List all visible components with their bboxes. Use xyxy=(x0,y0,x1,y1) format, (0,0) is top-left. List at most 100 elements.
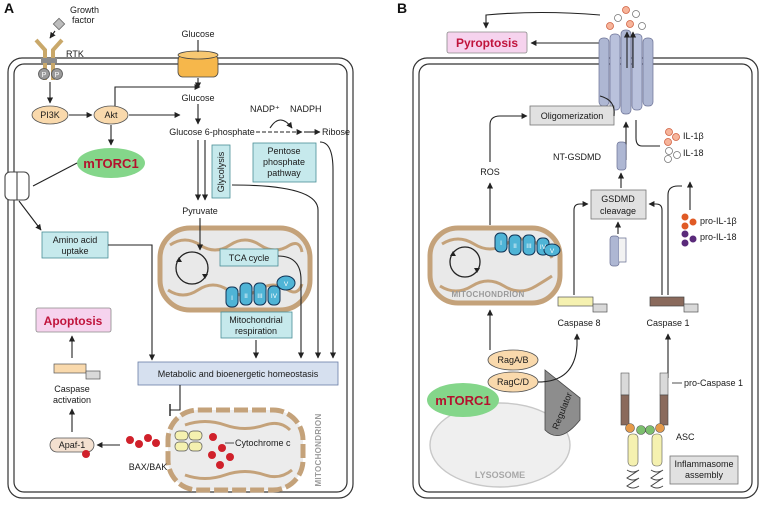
nt-gsdmd-icon xyxy=(616,141,627,171)
inflammasome-assembly-label-1: Inflammasome xyxy=(674,459,733,469)
panel-a-label: A xyxy=(4,0,14,16)
glucose-transporter-icon xyxy=(177,50,219,78)
mtorc1-label-b: mTORC1 xyxy=(435,393,490,408)
complex-labels-a: I II III IV V xyxy=(231,281,289,302)
cytochrome-dot-apaf-icon xyxy=(82,450,90,458)
caspase-icon-a xyxy=(53,363,101,380)
lysosome-label: LYSOSOME xyxy=(475,470,525,480)
bax-bak-label: BAX/BAK xyxy=(129,462,168,472)
caspase1-icon xyxy=(649,296,699,313)
amino-acid-transporter-icon xyxy=(4,171,30,201)
pyroptosis-label: Pyroptosis xyxy=(456,36,518,50)
nadp-label: NADP⁺ xyxy=(250,104,280,114)
homeostasis-box xyxy=(137,361,339,386)
panel-a: A Growth factor RTK P P PI3K Akt mTOR xyxy=(4,0,354,499)
akt-label: Akt xyxy=(104,110,118,120)
complex-iv-a: IV xyxy=(271,293,278,300)
ros-label: ROS xyxy=(480,167,500,177)
released-cytokines-icon xyxy=(606,6,646,30)
complex-ii-b: II xyxy=(513,243,517,250)
growth-factor-icon xyxy=(52,17,66,31)
pro-il18-label: pro-IL-18 xyxy=(700,232,737,242)
phospho-label-1: P xyxy=(42,72,47,79)
glycolysis-label: Glycolysis xyxy=(216,151,226,192)
gsdmd-cleavage-label-1: GSDMD xyxy=(601,194,635,204)
panel-b: B Pyroptosis Oligomerization xyxy=(397,0,759,499)
glucose-inside-label: Glucose xyxy=(181,93,214,103)
pyroptosis-box xyxy=(446,31,528,54)
complex-iii-a: III xyxy=(257,293,263,300)
apaf1-label: Apaf-1 xyxy=(59,440,86,450)
mito-respiration-label-1: Mitochondrial xyxy=(229,315,283,325)
akt-node xyxy=(93,105,129,125)
pro-il1b-label: pro-IL-1β xyxy=(700,216,737,226)
raga-label: RagA/B xyxy=(497,355,528,365)
growth-factor-arrow xyxy=(49,30,56,39)
amino-acid-label-1: Amino acid xyxy=(53,235,98,245)
full-gsdmd-icon xyxy=(609,235,627,267)
complex-v-a: V xyxy=(284,281,289,288)
caspase8-label: Caspase 8 xyxy=(557,318,600,328)
phospho-icon-2 xyxy=(51,68,63,80)
mitochondrion-label-b: MITOCHONDRION xyxy=(451,290,524,299)
glycolysis-box xyxy=(211,144,231,199)
pyruvate-label: Pyruvate xyxy=(182,206,218,216)
complex-iii-b: III xyxy=(526,243,532,250)
il18-label: IL-18 xyxy=(683,148,704,158)
complex-i-b: I xyxy=(500,240,502,247)
mature-cytokines-icon xyxy=(664,128,681,163)
cytochrome-released-icon xyxy=(126,434,160,448)
glucose-outside-label: Glucose xyxy=(181,29,214,39)
pi3k-node xyxy=(31,105,69,125)
inflammasome-icon xyxy=(620,372,669,489)
mitochondrion-a2-icon xyxy=(165,407,306,493)
cytochrome-mito-icon xyxy=(208,433,234,469)
mitochondrion-label-a: MITOCHONDRION xyxy=(314,413,323,486)
tca-cycle-box xyxy=(219,248,279,267)
phospho-label-2: P xyxy=(55,72,60,79)
ragc-label: RagC/D xyxy=(497,377,530,387)
ppp-label-1: Pentose xyxy=(267,146,300,156)
pi3k-label: PI3K xyxy=(40,110,60,120)
growth-factor-label-2: factor xyxy=(72,15,95,25)
cytochrome-c-label: Cytochrome c xyxy=(235,438,291,448)
gsdmd-cleavage-box xyxy=(590,189,647,220)
mtorc1-label-a: mTORC1 xyxy=(83,156,138,171)
homeostasis-label: Metabolic and bioenergetic homeostasis xyxy=(158,369,319,379)
cell-membrane-inner-b xyxy=(418,63,753,493)
gsdmd-cleavage-label-2: cleavage xyxy=(600,206,636,216)
g6p-label: Glucose 6-phosphate xyxy=(169,127,255,137)
caspase8-icon xyxy=(557,296,608,313)
apoptosis-label: Apoptosis xyxy=(44,314,103,328)
mtorc1-node-a xyxy=(77,148,145,178)
cell-membrane-b xyxy=(412,57,759,499)
complex-ii-a: II xyxy=(244,293,248,300)
inflammasome-assembly-box xyxy=(669,455,739,485)
nt-gsdmd-label: NT-GSDMD xyxy=(553,152,601,162)
ppp-box xyxy=(252,142,317,183)
complex-iv-b: IV xyxy=(540,244,547,251)
ppp-label-3: pathway xyxy=(267,168,301,178)
oligomerization-label: Oligomerization xyxy=(541,111,604,121)
tca-cycle-label: TCA cycle xyxy=(229,253,270,263)
il1b-label: IL-1β xyxy=(683,131,704,141)
lysosome-icon xyxy=(429,402,571,488)
asc-label: ASC xyxy=(676,432,695,442)
ribose-label: Ribose xyxy=(322,127,350,137)
amino-acid-label-2: uptake xyxy=(61,246,88,256)
raga-node xyxy=(487,349,539,371)
caspase-activation-label-2: activation xyxy=(53,395,91,405)
nadph-label: NADPH xyxy=(290,104,322,114)
caspase-activation-label-1: Caspase xyxy=(54,384,90,394)
complex-i-a: I xyxy=(231,295,233,302)
regulator-node xyxy=(544,369,581,437)
growth-factor-label-1: Growth xyxy=(70,5,99,15)
complex-labels-b: I II III IV V xyxy=(500,240,555,255)
bax-bak-channel-icon xyxy=(174,430,203,452)
pro-cytokines-icon xyxy=(681,213,697,247)
pro-caspase1-label: pro-Caspase 1 xyxy=(684,378,743,388)
complex-v-b: V xyxy=(550,248,555,255)
rtk-label: RTK xyxy=(66,49,84,59)
phospho-icon-1 xyxy=(38,68,50,80)
